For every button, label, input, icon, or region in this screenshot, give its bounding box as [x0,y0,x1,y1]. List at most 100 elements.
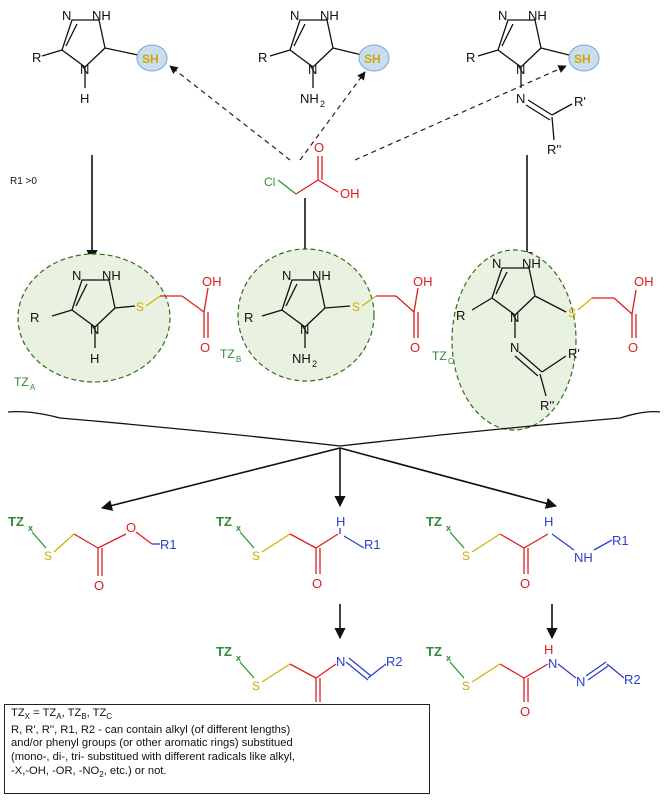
atom-s: S [462,679,470,693]
bond [495,271,508,295]
bond [317,179,339,193]
bond [203,287,209,313]
highlight-ellipse [17,253,171,383]
atom-r: R [32,50,41,65]
bond [491,267,536,316]
atom-n: N [290,8,299,23]
atom-sh: SH [142,52,159,66]
bond [471,533,501,553]
atom-n4: N [90,322,99,337]
legend-box: TZX = TZA, TZB, TZC R, R', R'', R1, R2 -… [4,704,430,794]
atom-r: R [30,310,39,325]
bond [295,179,319,195]
atom-oh: OH [202,274,222,289]
tz-b-sub: B [236,355,241,364]
atom-h: H [544,514,553,529]
atom-r: R [258,50,267,65]
bond [499,663,525,679]
atom-r2: R2 [624,672,641,687]
bond [277,179,297,195]
dashed-arrow-2 [299,71,366,161]
sh-highlight [568,44,600,72]
atom-n-imine: N [576,674,585,689]
bond [239,531,255,549]
sh-highlight [358,44,390,72]
legend-line-1: TZX = TZA, TZB, TZC [11,707,113,722]
tzx-label: TZ [426,644,442,659]
atom-nh2-sub: 2 [312,359,317,369]
atom-s: S [252,549,260,563]
bond [449,531,465,549]
bond [525,104,551,121]
atom-n: N [498,8,507,23]
tz-a-sub: A [30,383,36,392]
arrow-to-ester [100,447,341,511]
legend-line-4: (mono-, di-, tri- substitued with differ… [11,751,295,764]
brace [7,410,661,447]
atom-o-ester: O [126,520,136,535]
bond [540,47,570,56]
atom-n: N [492,256,501,271]
bond [534,295,567,313]
bond [395,295,415,313]
bond [523,533,549,549]
bond [343,535,365,549]
triazole-thiol-c: N NH N N R' R'' R SH [466,8,600,157]
bond [65,23,78,47]
atom-n-imine: N [510,340,519,355]
atom-nh: NH [320,8,339,23]
bond [348,657,372,677]
bond [527,99,553,116]
bond [523,663,549,679]
atom-s: S [352,300,360,314]
atom-o: O [200,340,210,355]
bond [345,661,369,681]
atom-o: O [314,140,324,155]
atom-r: R [466,50,475,65]
bond [539,373,547,397]
tzx-sub: x [28,523,33,533]
atom-o-carbonyl: O [94,578,104,593]
atom-h: H [336,514,345,529]
atom-h: H [90,351,99,366]
bond [332,47,363,56]
legend-line-5: -X,-OH, -OR, -NO2, etc.) or not. [11,764,167,779]
atom-n4: N [516,62,525,77]
atom-n4: N [80,62,89,77]
bond [73,533,99,549]
atom-nh: NH [92,8,111,23]
bond [471,297,493,311]
atom-r1: R1 [364,537,381,552]
bond [289,19,334,68]
bond [613,297,633,315]
tz-c-label: TZ [432,349,447,363]
atom-r-double-prime: R'' [547,142,561,157]
atom-r-prime: R' [574,94,586,109]
atom-h: H [544,642,553,657]
tz-c: N NH N N R' R'' R S O OH TZ C [432,249,654,431]
bond [315,533,339,549]
atom-nh2-sub: 2 [320,99,325,109]
bond [97,533,127,549]
atom-n: N [282,268,291,283]
bond [593,539,613,551]
atom-s: S [136,300,144,314]
atom-h: H [80,91,89,106]
highlight-ellipse [451,249,577,431]
legend-line-2: R, R', R'', R1, R2 - can contain alkyl (… [11,723,291,736]
atom-r-prime: R' [568,346,580,361]
bond [551,103,573,116]
bond [269,49,291,57]
bond [104,47,139,56]
atom-r-double-prime: R'' [540,398,554,413]
bond [114,305,136,309]
bond [324,305,351,309]
bond [514,355,539,377]
atom-n: N [72,268,81,283]
atom-s: S [252,679,260,693]
bond [606,663,625,679]
atom-r2: R2 [386,654,403,669]
tzx-sub: x [446,653,451,663]
atom-r1: R1 [612,533,629,548]
